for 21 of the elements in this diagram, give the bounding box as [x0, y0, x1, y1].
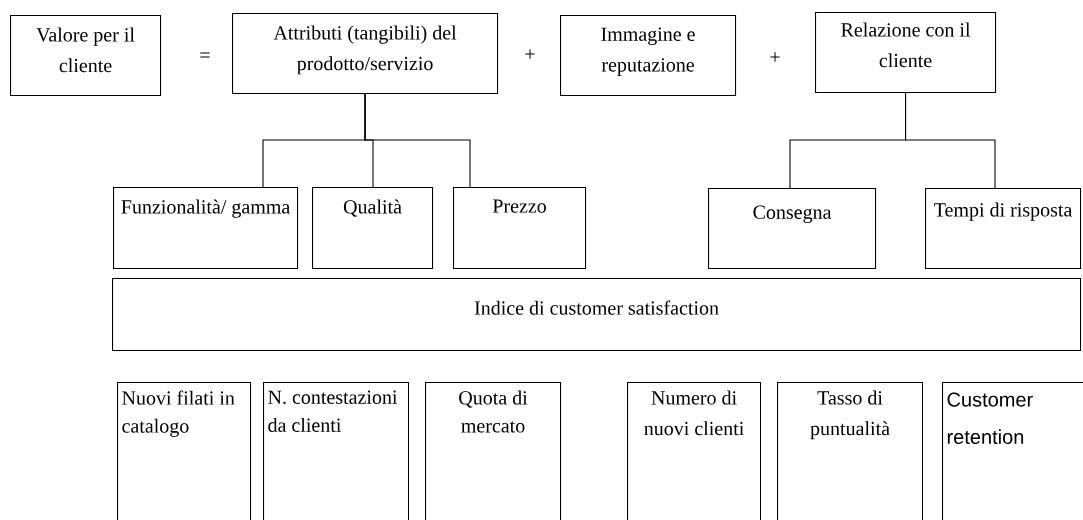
text-box: Customer retention	[942, 382, 1083, 520]
text-box: Qualità	[312, 187, 434, 270]
text-box: Quota di mercato	[425, 382, 562, 520]
text-box: Relazione con il cliente	[815, 12, 997, 94]
text-box: Consegna	[708, 188, 877, 270]
text-box: Prezzo	[453, 187, 587, 270]
text-box: Valore per il cliente	[10, 15, 162, 97]
text-box: Tempi di risposta	[925, 188, 1082, 270]
text-box: Nuovi filati in catalogo	[117, 382, 252, 520]
text-box: N. contestazioni da clienti	[263, 382, 410, 520]
connector-line	[905, 92, 996, 189]
operator-sign: +	[770, 52, 780, 62]
operator-sign: =	[200, 52, 210, 58]
text-box: Attributi (tangibili) del prodotto/servizio	[232, 13, 499, 95]
connector-line	[364, 93, 471, 188]
text-box: Funzionalità/ gamma	[113, 187, 299, 270]
text-box: Indice di customer satisfaction	[112, 278, 1082, 352]
text-box: Immagine e reputazione	[560, 15, 737, 97]
operator-sign: +	[525, 49, 535, 59]
text-box: Tasso di puntualità	[777, 382, 924, 520]
text-box: Numero di nuovi clienti	[627, 382, 762, 520]
